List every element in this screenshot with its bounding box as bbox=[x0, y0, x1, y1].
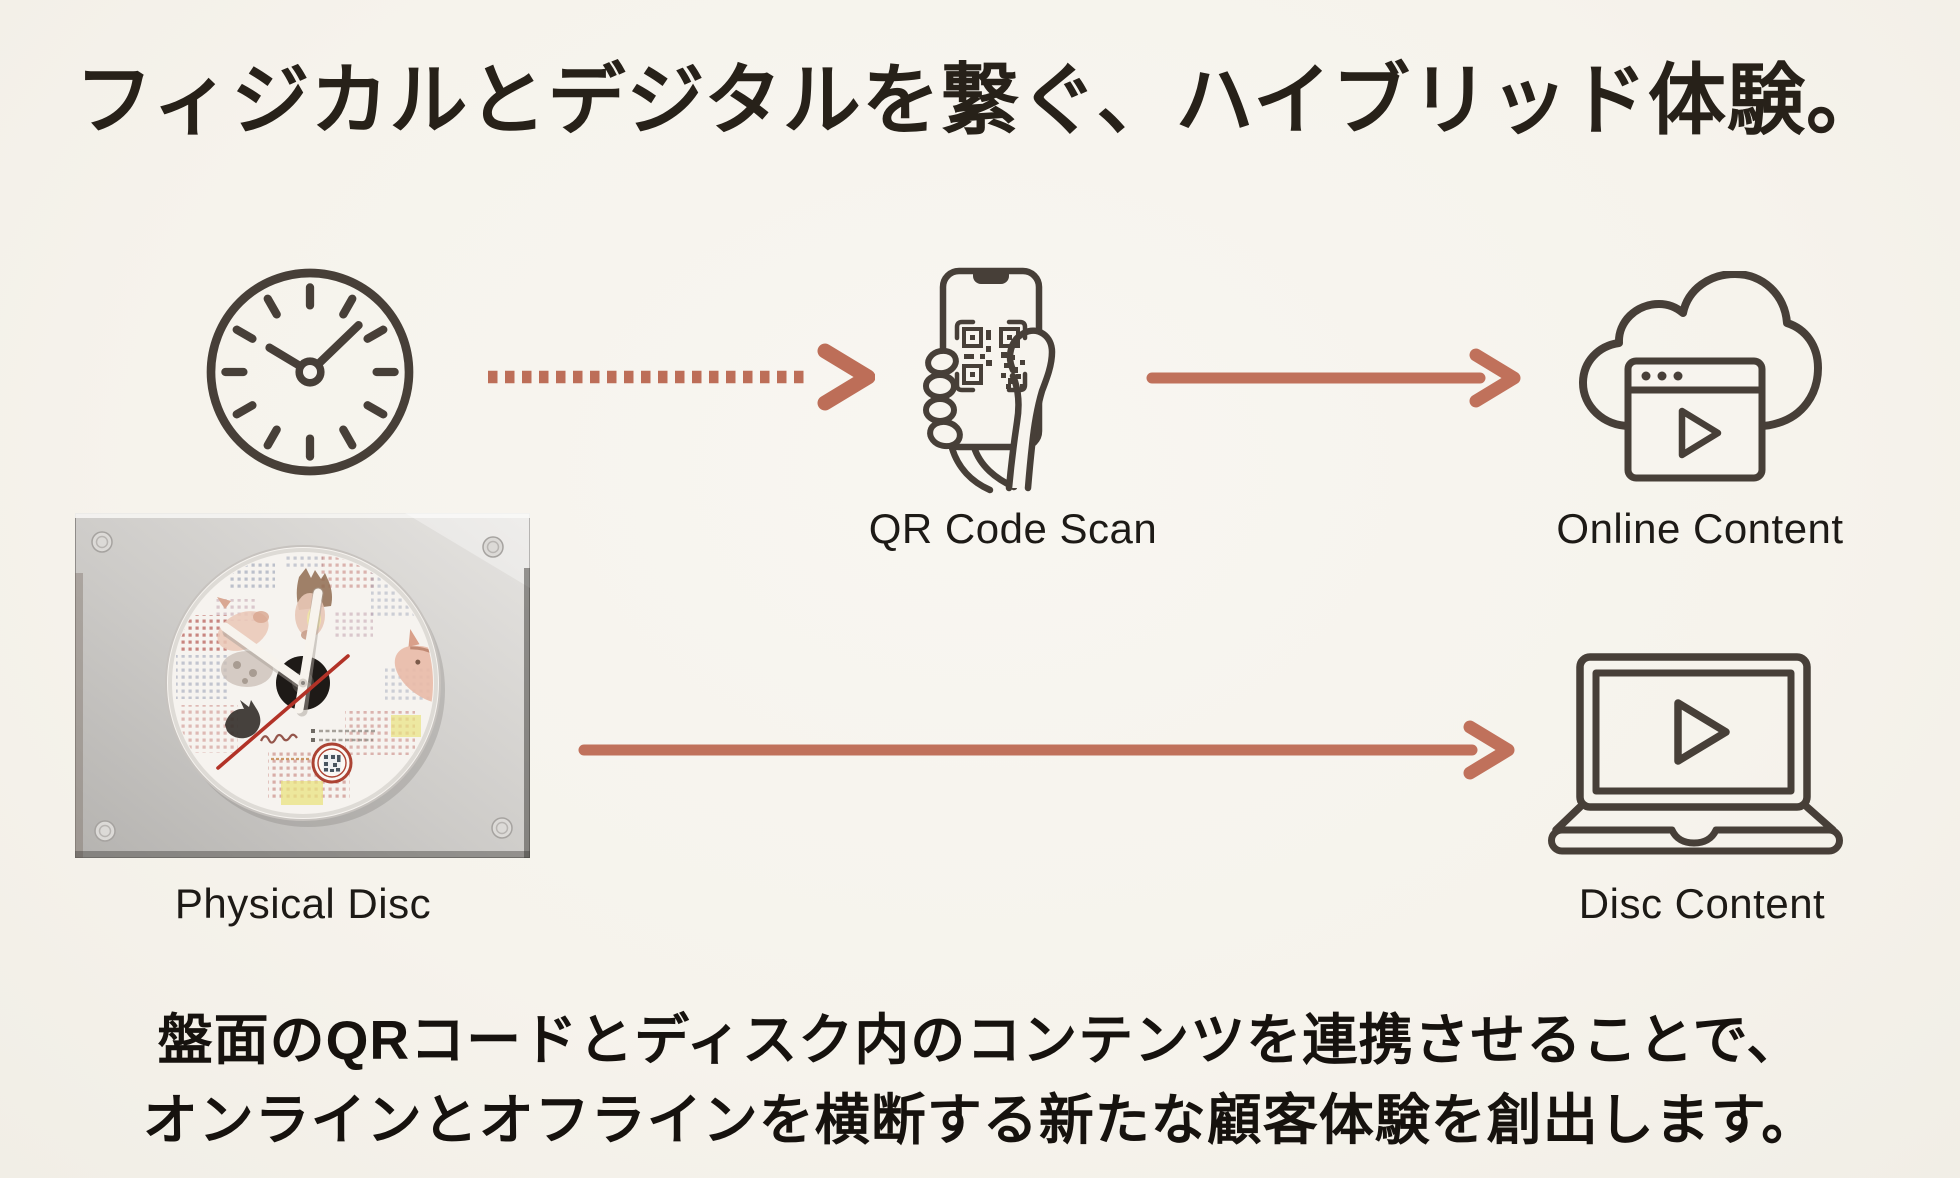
online-content-label: Online Content bbox=[1556, 505, 1844, 552]
physical-disc-photo bbox=[75, 513, 530, 858]
wall-clock-icon bbox=[200, 264, 420, 480]
description-line-2: オンラインとオフラインを横断する新たな顧客体験を創出します。 bbox=[142, 1089, 1818, 1151]
arrow-disc-to-laptop bbox=[572, 714, 1537, 786]
cloud-browser-play-icon bbox=[1570, 271, 1828, 485]
browser-window bbox=[1624, 357, 1766, 482]
laptop-play-icon bbox=[1548, 650, 1848, 858]
disc-content-label: Disc Content bbox=[1578, 880, 1826, 927]
arrow-qr-to-online bbox=[1146, 342, 1526, 414]
disc-qr-badge bbox=[311, 742, 353, 784]
page-title: フィジカルとデジタルを繋ぐ、ハイブリッド体験。 bbox=[75, 57, 1885, 144]
hand-holding-phone-qr-icon bbox=[912, 262, 1087, 497]
description-line-1: 盤面のQRコードとディスク内のコンテンツを連携させることで、 bbox=[157, 1009, 1803, 1071]
clock-hands bbox=[216, 587, 350, 770]
qr-scan-label: QR Code Scan bbox=[868, 505, 1158, 552]
dotted-arrow-physical-to-qr bbox=[480, 339, 875, 415]
corner-screws bbox=[91, 531, 513, 842]
physical-disc-label: Physical Disc bbox=[174, 880, 432, 927]
